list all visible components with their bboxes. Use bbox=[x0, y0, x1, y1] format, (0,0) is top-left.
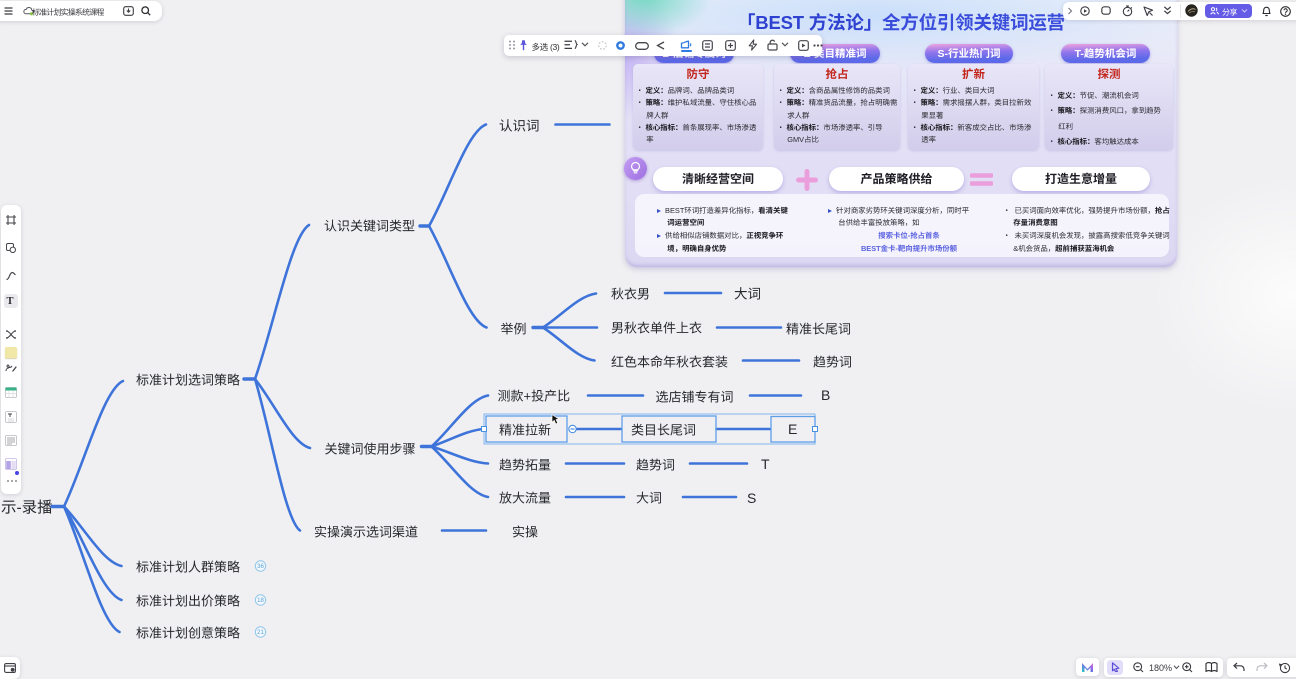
svg-text:36: 36 bbox=[257, 564, 264, 570]
svg-text:21: 21 bbox=[257, 630, 264, 636]
svg-text:18: 18 bbox=[257, 598, 264, 604]
